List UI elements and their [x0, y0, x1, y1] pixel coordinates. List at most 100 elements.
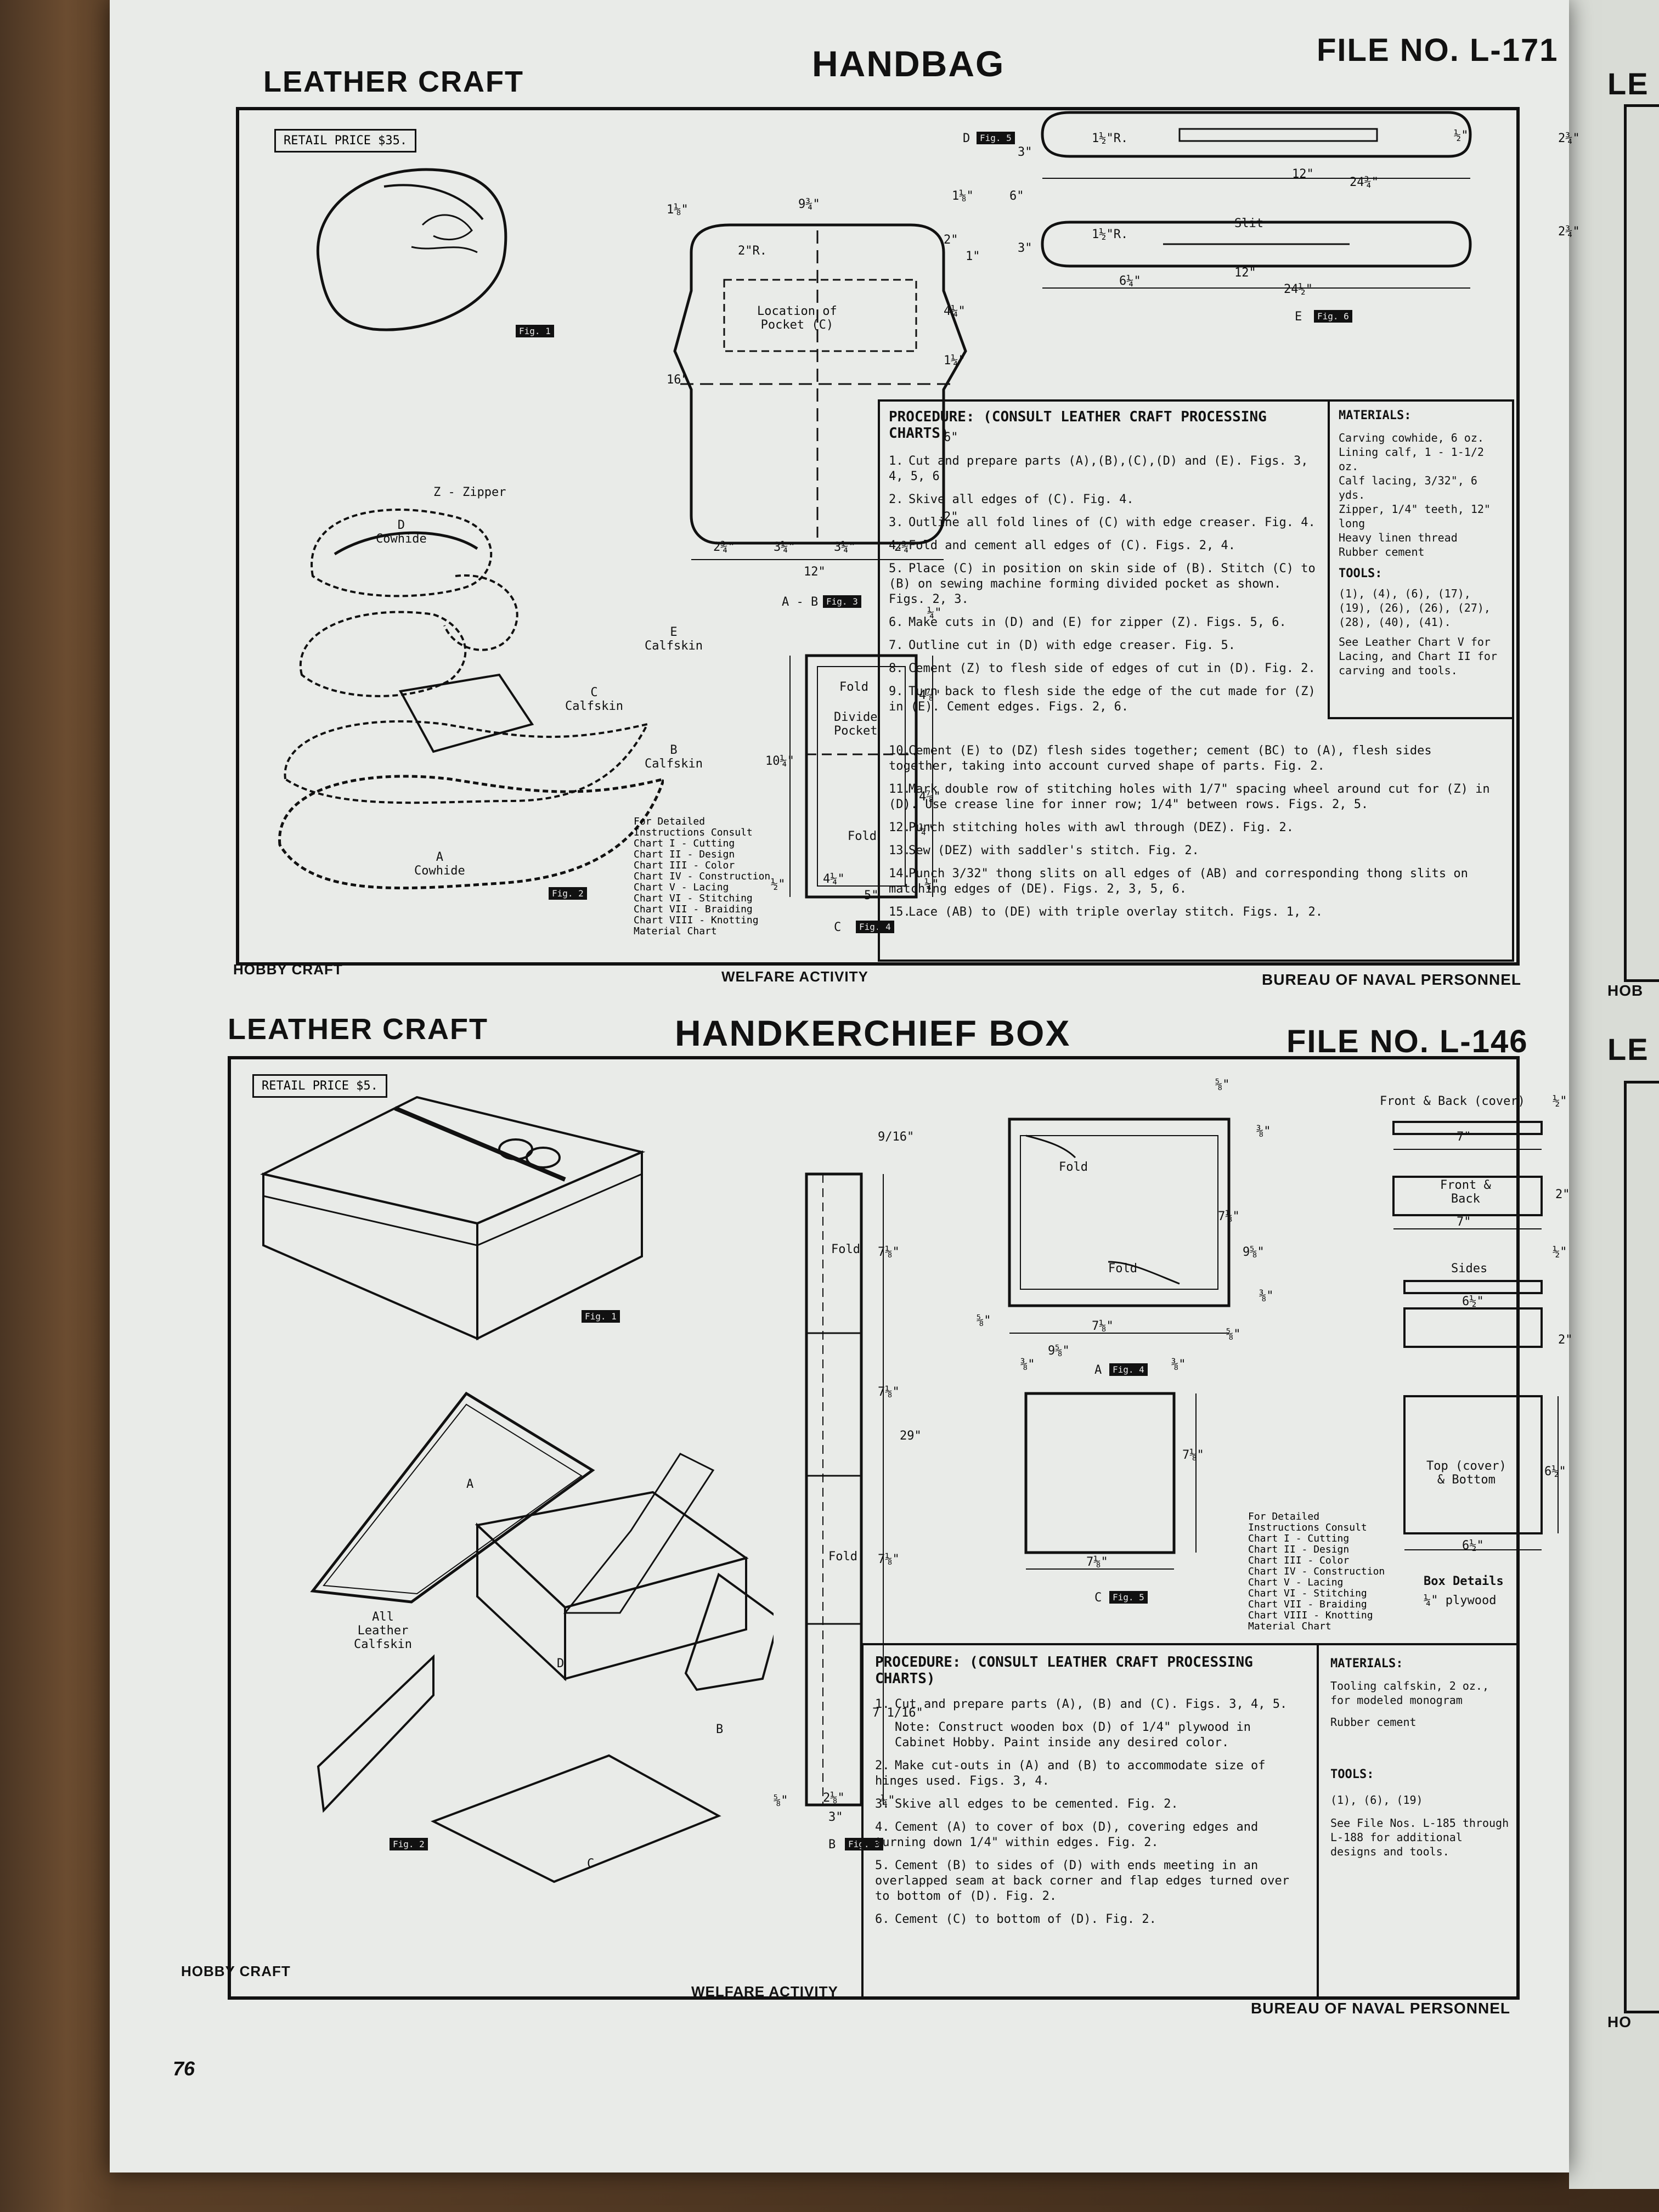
fig-6-caption: E — [1295, 310, 1302, 324]
dim-e-6-1-4: 6¼" — [1119, 274, 1141, 288]
procedure-step: 9.Turn back to flesh side the edge of th… — [889, 685, 1316, 714]
box-procedure: PROCEDURE: (CONSULT LEATHER CRAFT PROCES… — [875, 1654, 1308, 1935]
handbag-procedure-cont: 10.Cement (E) to (DZ) flesh sides togeth… — [889, 743, 1503, 928]
all-leather-label: All Leather Calfskin — [354, 1610, 412, 1651]
dim-bottom-3-1-4-a: 3¼" — [774, 540, 795, 554]
chart-list-line: For Detailed — [1248, 1511, 1320, 1522]
procedure-step: 5.Cement (B) to sides of (D) with ends m… — [875, 1859, 1289, 1903]
adjacent-frame-2 — [1624, 1081, 1659, 2013]
dim-7-1-8-b: 7⅛" — [878, 1385, 900, 1399]
dim-sd-2: 2" — [1558, 1333, 1573, 1347]
box-details-panels — [1392, 1121, 1559, 1550]
dim-6: 6" — [944, 431, 958, 444]
top-bottom-label: Top (cover) & Bottom — [1426, 1459, 1506, 1487]
dim-a-9-5-8-h: 9⅝" — [1048, 1344, 1070, 1358]
dim-c-7-1-8-v: 7⅛" — [1182, 1448, 1204, 1462]
dim-e-3: 3" — [1018, 241, 1032, 255]
box-part-d: D — [557, 1657, 565, 1671]
procedure-step: 3.Skive all edges to be cemented. Fig. 2… — [875, 1797, 1178, 1811]
box-side-strip-b — [805, 1172, 884, 1807]
material-item: Lining calf, 1 - 1-1/2 oz. — [1339, 445, 1484, 473]
dim-bottom-2-3-4-b: 2¾" — [894, 540, 916, 554]
box-fig-1-tag: Fig. 1 — [582, 1310, 620, 1323]
box-file-no: FILE NO. L-146 — [1286, 1024, 1528, 1059]
dim-fb-7-a: 7" — [1457, 1130, 1471, 1144]
page-number: 76 — [173, 2057, 195, 2080]
dim-c-4-7-8-b: 4⅞" — [919, 790, 941, 804]
fig-4-a-caption: A — [1094, 1363, 1102, 1377]
chart-list-line: Chart II - Design — [1248, 1544, 1350, 1555]
chart-list-line: Chart VI - Stitching — [634, 893, 753, 904]
dim-e-24-1-2: 24½" — [1284, 283, 1313, 296]
procedure-step: 3.Outline all fold lines of (C) with edg… — [889, 516, 1316, 529]
material-item: Rubber cement — [1339, 545, 1425, 558]
dim-2b: 2" — [944, 510, 958, 524]
dim-c-10-1-4: 10¼" — [765, 754, 794, 768]
adjacent-footer-fragment-2: HO — [1607, 2013, 1632, 2030]
dim-d-3: 3" — [1018, 145, 1032, 159]
procedure-step: 14.Punch 3/32" thong slits on all edges … — [889, 867, 1468, 896]
adjacent-page: LE LE HOB HO — [1569, 0, 1659, 2189]
box-retail-price: RETAIL PRICE $5. — [252, 1074, 387, 1098]
dim-a-5-8-top: ⅝" — [1215, 1078, 1230, 1092]
handbag-category: LEATHER CRAFT — [263, 65, 524, 98]
fig-3-b-caption: B — [828, 1838, 836, 1852]
handbag-materials: MATERIALS: Carving cowhide, 6 oz. Lining… — [1339, 409, 1506, 678]
tools-list: (1), (4), (6), (17), (19), (26), (26), (… — [1339, 587, 1491, 629]
fig-4-caption: C — [834, 921, 842, 934]
box-details-label: Box Details — [1424, 1575, 1504, 1588]
handbag-fig-6-tag: Fig. 6 — [1314, 310, 1352, 323]
adjacent-frame — [1624, 104, 1659, 982]
chart-list-line: Chart I - Cutting — [1248, 1533, 1350, 1544]
radius-1-1-2-a: 1½"R. — [1092, 132, 1128, 145]
pocket-fold-label-2: Fold — [848, 830, 877, 843]
adjacent-header-fragment: LE — [1607, 66, 1649, 101]
procedure-step: 8.Cement (Z) to flesh side of edges of c… — [889, 662, 1316, 675]
fig-5-c-caption: C — [1094, 1591, 1102, 1605]
divide-pocket-label: Divide Pocket — [834, 710, 878, 738]
calfskin-b-label: B Calfskin — [645, 743, 703, 771]
front-back-cover-label: Front & Back (cover) — [1380, 1094, 1525, 1108]
tools-list: (1), (6), (19) — [1330, 1793, 1423, 1807]
box-fig-5-tag: Fig. 5 — [1109, 1591, 1148, 1604]
strip-fold-b: Fold — [828, 1550, 857, 1564]
dim-bottom-3-1-4-b: 3¼" — [834, 540, 856, 554]
handbag-fig-4-tag: Fig. 4 — [856, 921, 894, 933]
procedure-step: 12.Punch stitching holes with awl throug… — [889, 821, 1294, 834]
corner-radius-label: 2"R. — [738, 244, 767, 258]
pocket-location-label: Location of Pocket (C) — [757, 304, 837, 332]
dim-left-1-8: 1⅛" — [667, 203, 689, 217]
box-footer-left: HOBBY CRAFT — [181, 1963, 291, 1979]
chart-list-line: Chart III - Color — [1248, 1555, 1350, 1566]
procedure-step: 13.Sew (DEZ) with saddler's stitch. Fig.… — [889, 844, 1199, 857]
box-fig-3-tag: Fig. 3 — [845, 1838, 883, 1850]
material-item: Zipper, 1/4" teeth, 12" long — [1339, 503, 1491, 530]
dim-a-3-8-c: ⅜" — [1020, 1358, 1035, 1372]
chart-list-line: Chart V - Lacing — [634, 882, 729, 893]
procedure-step: 1.Cut and prepare parts (A), (B) and (C)… — [875, 1697, 1288, 1711]
chart-list-line: Chart V - Lacing — [1248, 1577, 1344, 1588]
box-bottom-c — [1024, 1392, 1197, 1570]
dim-7-1-8-a: 7⅛" — [878, 1245, 900, 1259]
dim-a-7-1-8-v: 7⅛" — [1218, 1210, 1240, 1223]
box-chart-list: For Detailed Instructions Consult Chart … — [1248, 1511, 1385, 1632]
box-part-b: B — [716, 1723, 724, 1736]
box-fig-4-tag: Fig. 4 — [1109, 1363, 1148, 1376]
dim-a-3-8-d: ⅜" — [1171, 1358, 1186, 1372]
box-procedure-divider — [1317, 1643, 1319, 2000]
dim-29: 29" — [900, 1429, 922, 1443]
dim-4-1-4: 4¼" — [944, 304, 966, 318]
dim-fb-7-b: 7" — [1457, 1215, 1471, 1229]
handbag-illustration — [316, 168, 507, 331]
chart-list-line: Material Chart — [1248, 1621, 1331, 1632]
dim-7-1-8-c: 7⅛" — [878, 1553, 900, 1566]
handbag-materials-box — [1328, 399, 1514, 719]
plywood-label: ¼" plywood — [1424, 1594, 1497, 1607]
dim-bottom-12: 12" — [804, 565, 826, 579]
calfskin-e-label: E Calfskin — [645, 625, 703, 653]
dim-fb-1-2: ½" — [1553, 1094, 1567, 1108]
dim-9-16: 9/16" — [878, 1130, 915, 1144]
procedure-step: 10.Cement (E) to (DZ) flesh sides togeth… — [889, 744, 1432, 773]
handbag-chart-list: For Detailed Instructions Consult Chart … — [634, 816, 770, 937]
dim-bottom-2-3-4-a: 2¾" — [713, 540, 735, 554]
